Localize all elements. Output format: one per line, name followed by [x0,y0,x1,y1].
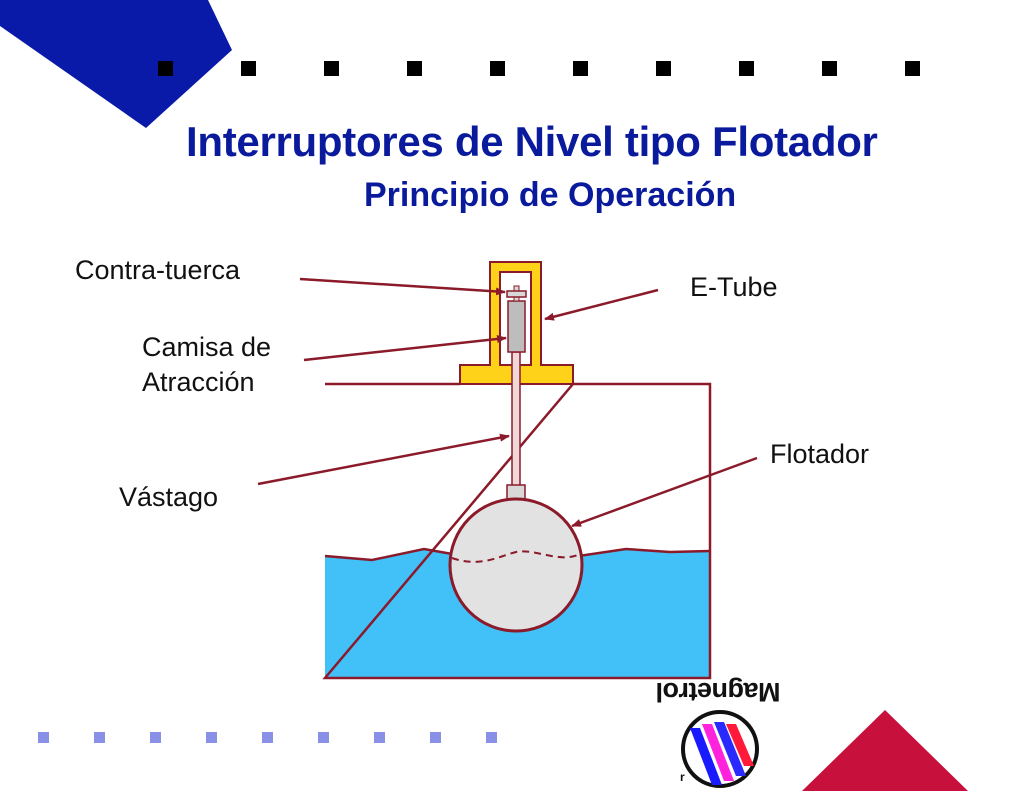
leader-camisa [303,334,507,362]
decor-bottom-bullets [38,732,497,743]
leader-e-tube [544,288,659,321]
stem [511,351,521,487]
label-camisa-line2: Atracción [142,367,255,397]
label-contra-tuerca: Contra-tuerca [75,255,241,285]
float-waterline [451,550,581,563]
page-title: Interruptores de Nivel tipo Flotador [186,118,878,165]
e-tube-housing [459,261,574,385]
page-subtitle: Principio de Operación [364,176,737,214]
label-e-tube: E-Tube [690,272,778,302]
svg-text:r: r [680,770,685,784]
tank-outline [322,382,712,680]
decor-top-bullets [158,61,920,76]
float-ball [448,497,584,633]
leader-contra-tuerca [299,277,506,296]
decor-red-triangle [802,710,968,791]
magnetrol-logo-emblem: r [680,710,759,788]
leader-flotador [571,456,758,528]
label-vastago: Vástago [119,482,219,512]
leader-vastago [257,433,510,486]
attraction-sleeve [507,300,526,353]
label-camisa-line1: Camisa de [142,332,272,362]
magnetrol-logo-text: Magnetrol [656,677,781,707]
leader-lines [257,277,758,528]
decor-blue-triangle [0,0,232,128]
lock-nut [506,290,527,298]
label-flotador: Flotador [770,439,870,469]
